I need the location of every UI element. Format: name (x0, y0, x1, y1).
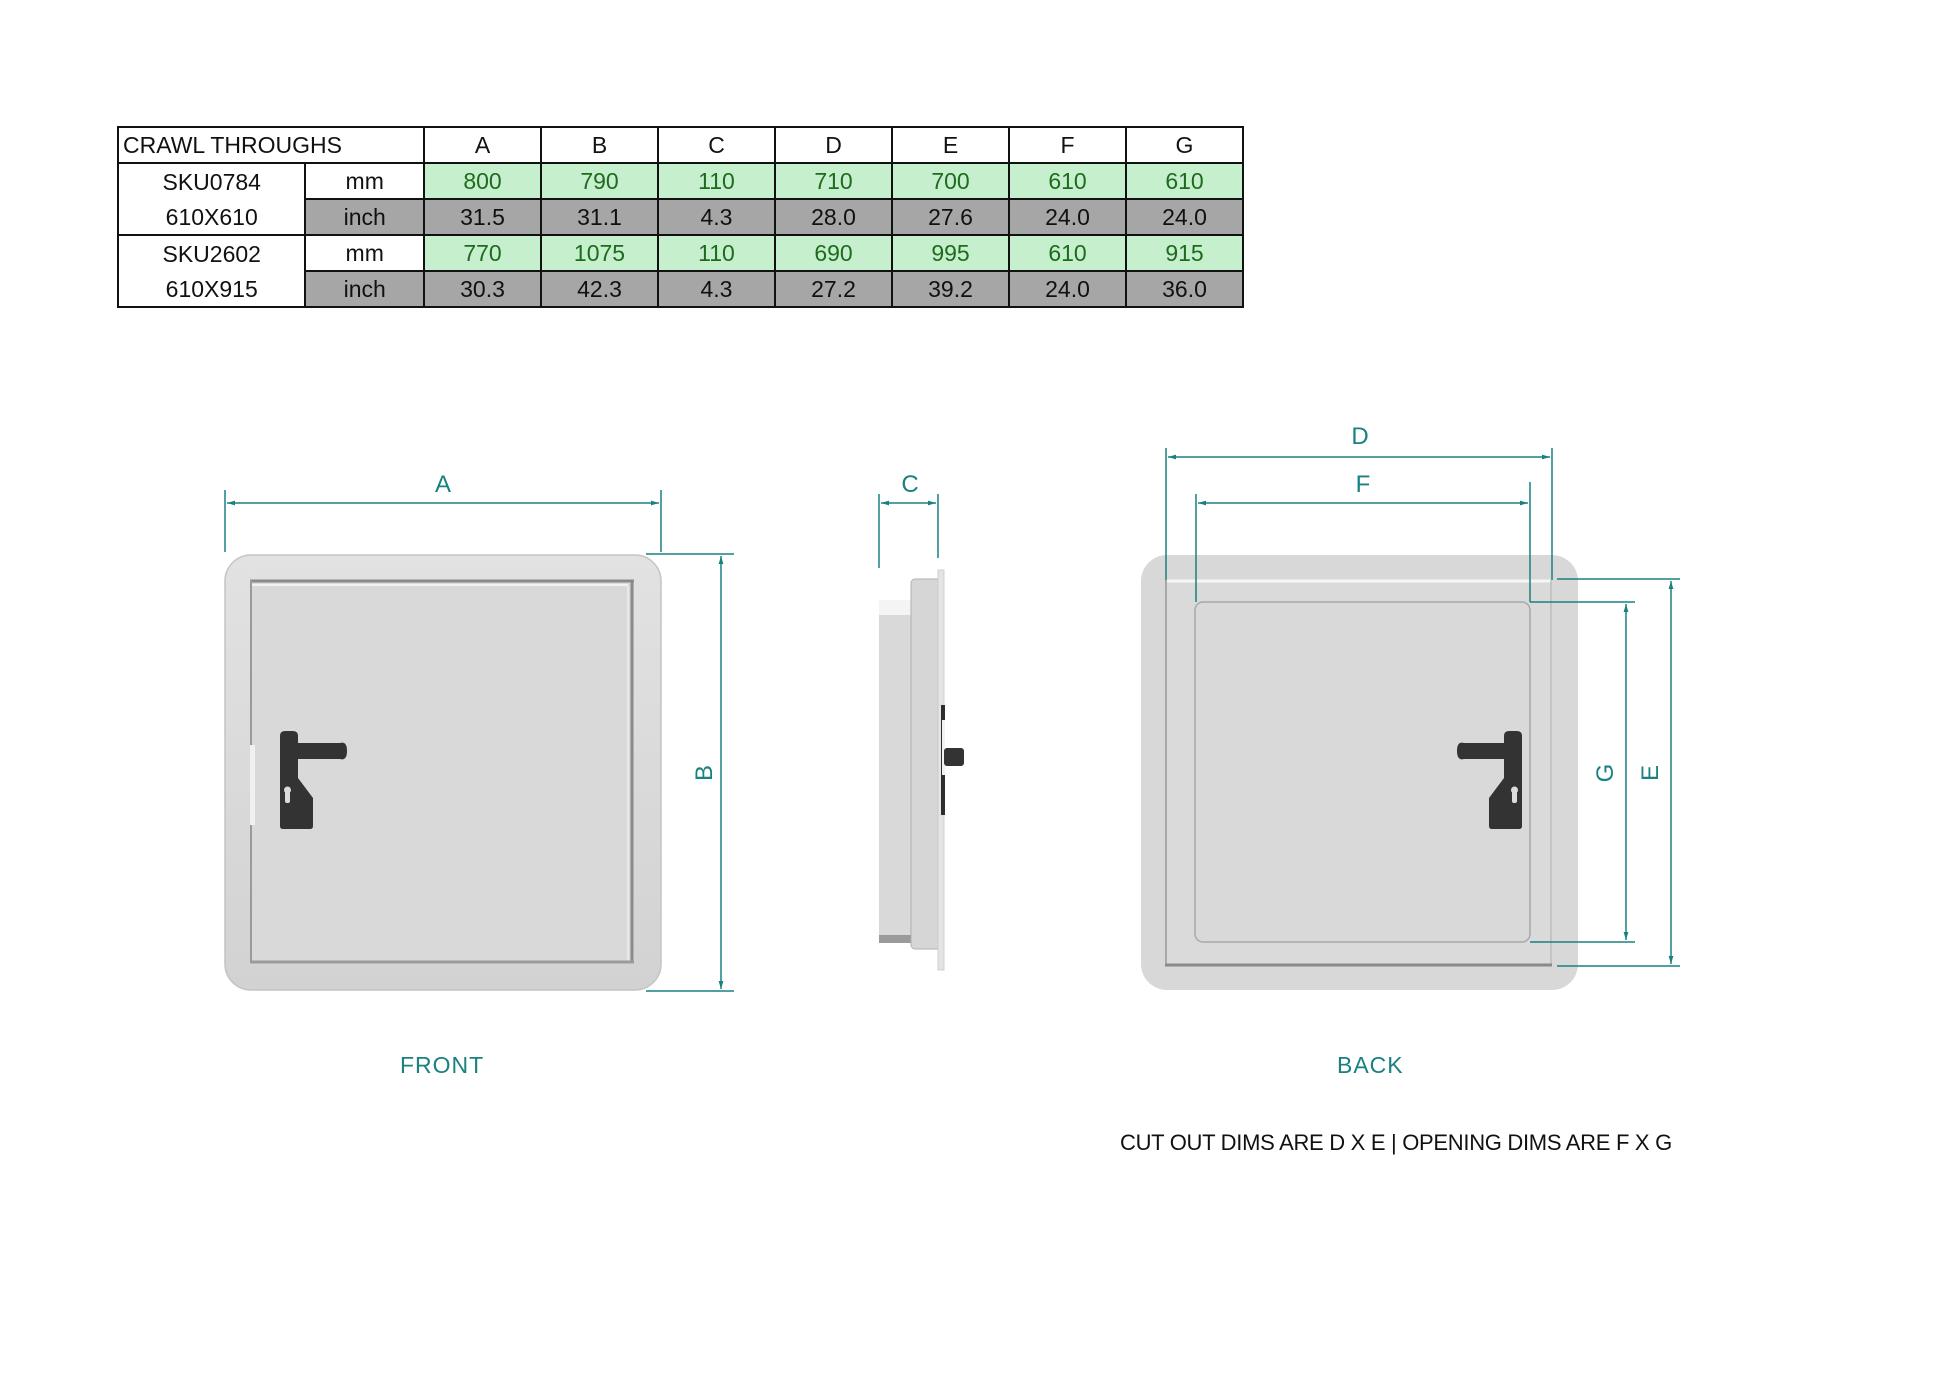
side-knob-icon (944, 748, 964, 766)
column-header-c: C (657, 126, 776, 164)
value-mm-b: 790 (540, 162, 659, 200)
value-mm-c: 110 (657, 234, 776, 272)
value-mm-a: 770 (423, 234, 542, 272)
value-mm-d: 710 (774, 162, 893, 200)
table-row: 610X610 inch 31.5 31.1 4.3 28.0 27.6 24.… (116, 198, 1244, 236)
back-view: D F G E (1141, 423, 1680, 990)
column-header-d: D (774, 126, 893, 164)
column-header-f: F (1008, 126, 1127, 164)
column-header-e: E (891, 126, 1010, 164)
value-mm-a: 800 (423, 162, 542, 200)
dimensions-table: CRAWL THROUGHS A B C D E F G SKU0784 mm … (116, 126, 1244, 308)
back-door-panel (1194, 601, 1531, 943)
value-inch-d: 27.2 (774, 270, 893, 308)
dimension-d-label: D (1351, 423, 1368, 450)
value-inch-d: 28.0 (774, 198, 893, 236)
value-mm-b: 1075 (540, 234, 659, 272)
side-flange (879, 600, 911, 935)
value-mm-f: 610 (1008, 234, 1127, 272)
unit-inch: inch (304, 270, 425, 308)
front-view: A B (224, 471, 734, 992)
value-mm-f: 610 (1008, 162, 1127, 200)
dimension-c-label: C (901, 471, 918, 498)
dimension-e-label: E (1637, 765, 1664, 781)
lock-handle-icon (280, 731, 347, 829)
value-mm-g: 915 (1125, 234, 1244, 272)
table-title: CRAWL THROUGHS (117, 126, 425, 164)
lock-handle-icon (1457, 731, 1522, 829)
value-inch-f: 24.0 (1008, 270, 1127, 308)
value-inch-b: 31.1 (540, 198, 659, 236)
value-inch-a: 31.5 (423, 198, 542, 236)
dimensions-caption: CUT OUT DIMS ARE D X E | OPENING DIMS AR… (1120, 1130, 1672, 1155)
sku-size: 610X610 (116, 199, 307, 236)
column-header-a: A (423, 126, 542, 164)
value-mm-e: 995 (891, 234, 1010, 272)
front-door-panel (250, 580, 634, 964)
value-inch-g: 36.0 (1125, 270, 1244, 308)
value-mm-c: 110 (657, 162, 776, 200)
value-mm-e: 700 (891, 162, 1010, 200)
dimension-g-label: G (1592, 764, 1619, 783)
value-inch-b: 42.3 (540, 270, 659, 308)
table-row: SKU0784 mm 800 790 110 710 700 610 610 (116, 162, 1244, 200)
value-mm-g: 610 (1125, 162, 1244, 200)
column-header-g: G (1125, 126, 1244, 164)
value-inch-c: 4.3 (657, 198, 776, 236)
value-mm-d: 690 (774, 234, 893, 272)
dimension-a-label: A (435, 471, 451, 498)
table-row: 610X915 inch 30.3 42.3 4.3 27.2 39.2 24.… (116, 270, 1244, 308)
unit-inch: inch (304, 198, 425, 236)
value-inch-a: 30.3 (423, 270, 542, 308)
sku-size: 610X915 (116, 271, 307, 308)
value-inch-f: 24.0 (1008, 198, 1127, 236)
sku-code: SKU2602 (116, 234, 307, 271)
value-inch-e: 39.2 (891, 270, 1010, 308)
sku-code: SKU0784 (116, 162, 307, 199)
back-view-label: BACK (1337, 1052, 1404, 1078)
unit-mm: mm (304, 162, 425, 200)
dimension-f-label: F (1356, 471, 1371, 498)
value-inch-e: 27.6 (891, 198, 1010, 236)
side-view: C (878, 471, 964, 971)
dimension-b-label: B (691, 765, 718, 781)
table-row: SKU2602 mm 770 1075 110 690 995 610 915 (116, 234, 1244, 272)
value-inch-g: 24.0 (1125, 198, 1244, 236)
table-header-row: CRAWL THROUGHS A B C D E F G (117, 126, 1244, 164)
value-inch-c: 4.3 (657, 270, 776, 308)
column-header-b: B (540, 126, 659, 164)
unit-mm: mm (304, 234, 425, 272)
front-view-label: FRONT (400, 1052, 485, 1078)
